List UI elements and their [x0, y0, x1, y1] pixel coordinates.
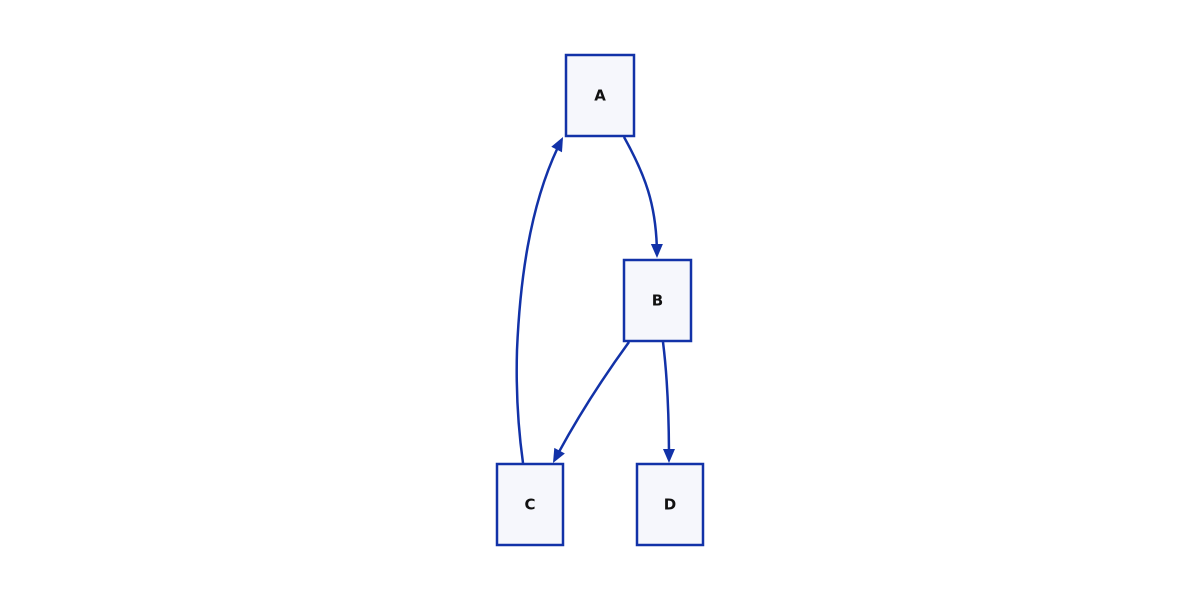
node-c-box [495, 462, 565, 547]
edge-c-to-a [515, 136, 565, 464]
node-a[interactable]: A [564, 53, 636, 138]
edge-b-to-d [661, 341, 671, 464]
node-c[interactable]: C [495, 462, 565, 547]
arrowhead-c-to-a [551, 137, 563, 153]
arrowhead-b-to-c [553, 447, 565, 463]
node-d-label: D [664, 496, 676, 514]
edge-a-to-b [622, 136, 659, 259]
node-c-label: C [524, 496, 535, 514]
arrowhead-a-to-b [650, 243, 663, 258]
node-b-label: B [652, 292, 663, 310]
nodes-layer: A B C D [495, 53, 705, 547]
node-a-label: A [594, 87, 606, 105]
node-b[interactable]: B [622, 258, 693, 343]
edges-layer [515, 136, 675, 464]
node-a-box [564, 53, 636, 138]
arrowhead-b-to-d [662, 448, 675, 463]
node-d-box [635, 462, 705, 547]
node-b-box [622, 258, 693, 343]
node-d[interactable]: D [635, 462, 705, 547]
edge-b-to-c [551, 341, 631, 464]
